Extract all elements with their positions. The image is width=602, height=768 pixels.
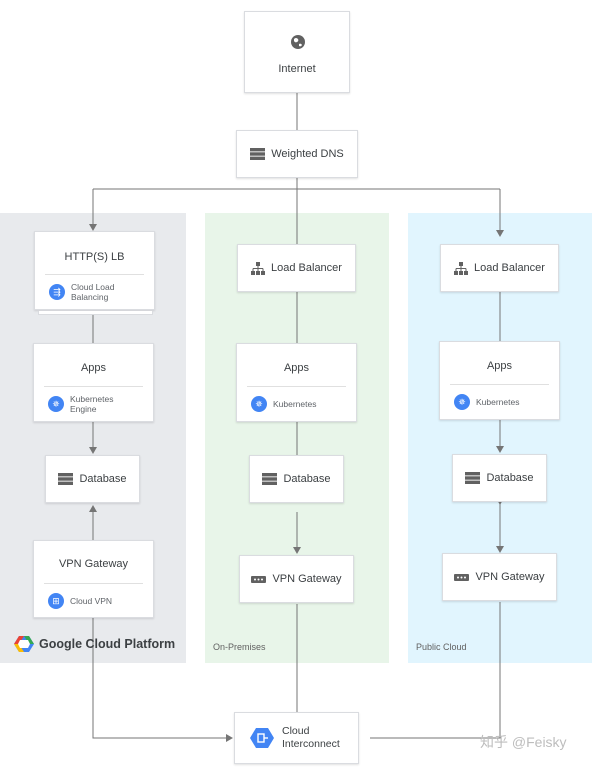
internet-label: Internet [278, 63, 316, 75]
cloud-interconnect-line1: Cloud [282, 725, 310, 737]
weighted-dns-label: Weighted DNS [271, 148, 344, 160]
onprem-lb-label: Load Balancer [271, 262, 342, 274]
onprem-database-label: Database [283, 473, 331, 485]
globe-icon [291, 35, 305, 49]
cloud-interconnect-text: Cloud Interconnect [282, 725, 340, 751]
public-database-node[interactable]: Database [452, 454, 547, 502]
gcp-lb-title: HTTP(S) LB [64, 251, 125, 263]
cloud-vpn-icon: ⊞ [48, 593, 64, 609]
divider [44, 386, 143, 387]
gcp-vpn-product: ⊞ Cloud VPN [48, 593, 147, 609]
gcp-apps-product-label: Kubernetes Engine [70, 394, 114, 414]
divider [247, 386, 346, 387]
divider [45, 274, 144, 275]
onprem-apps-product: ✵ Kubernetes [251, 396, 350, 412]
kubernetes-icon: ✵ [454, 394, 470, 410]
gcp-zone-label-text: Google Cloud Platform [39, 637, 176, 651]
public-apps-title: Apps [486, 360, 513, 372]
public-cloud-zone-label: Public Cloud [416, 642, 467, 652]
gcp-lb-stack-edge [38, 311, 153, 315]
cloud-interconnect-line2: Interconnect [282, 738, 340, 750]
public-lb-label: Load Balancer [474, 262, 545, 274]
gcp-zone-label: Google Cloud Platform [14, 635, 175, 653]
public-apps-product-label: Kubernetes [476, 397, 520, 407]
database-icon [262, 473, 278, 485]
database-icon [58, 473, 74, 485]
gcp-https-lb-node[interactable]: HTTP(S) LB ⇶ Cloud Load Balancing [34, 231, 155, 310]
network-icon [454, 261, 469, 275]
public-vpn-label: VPN Gateway [475, 571, 545, 583]
server-icon [250, 148, 266, 160]
divider [450, 384, 549, 385]
internet-node[interactable]: Internet [244, 11, 350, 93]
kubernetes-icon: ✵ [251, 396, 267, 412]
public-load-balancer-node[interactable]: Load Balancer [440, 244, 559, 292]
cloud-load-balancing-icon: ⇶ [49, 284, 65, 300]
vpn-gateway-icon [454, 573, 470, 581]
cloud-interconnect-node[interactable]: Cloud Interconnect [234, 712, 359, 764]
gcp-apps-title: Apps [80, 362, 107, 374]
network-icon [251, 261, 266, 275]
gcp-vpn-gateway-node[interactable]: VPN Gateway ⊞ Cloud VPN [33, 540, 154, 618]
public-database-label: Database [486, 472, 534, 484]
onprem-zone-label: On-Premises [213, 642, 266, 652]
gcp-vpn-to-interconnect-line [89, 612, 233, 742]
google-cloud-logo-icon [14, 636, 34, 652]
public-vpn-to-interconnect-line [370, 602, 501, 739]
watermark: 知乎 @Feisky [480, 734, 567, 750]
gcp-vpn-product-label: Cloud VPN [70, 596, 113, 606]
onprem-load-balancer-node[interactable]: Load Balancer [237, 244, 356, 292]
gcp-lb-product-label: Cloud Load Balancing [71, 282, 115, 302]
onprem-apps-title: Apps [283, 362, 310, 374]
public-apps-node[interactable]: Apps ✵ Kubernetes [439, 341, 560, 420]
onprem-apps-product-label: Kubernetes [273, 399, 317, 409]
cloud-interconnect-icon [250, 728, 274, 748]
weighted-dns-node[interactable]: Weighted DNS [236, 130, 358, 178]
vpn-gateway-icon [251, 575, 267, 583]
divider [44, 583, 143, 584]
onprem-vpn-label: VPN Gateway [272, 573, 342, 585]
onprem-apps-node[interactable]: Apps ✵ Kubernetes [236, 343, 357, 422]
gcp-database-label: Database [79, 473, 127, 485]
public-vpn-gateway-node[interactable]: VPN Gateway [442, 553, 557, 601]
public-apps-product: ✵ Kubernetes [454, 394, 553, 410]
onprem-database-node[interactable]: Database [249, 455, 344, 503]
database-icon [465, 472, 481, 484]
onprem-vpn-gateway-node[interactable]: VPN Gateway [239, 555, 354, 603]
gcp-vpn-title: VPN Gateway [58, 558, 129, 570]
kubernetes-engine-icon: ✵ [48, 396, 64, 412]
gcp-database-node[interactable]: Database [45, 455, 140, 503]
gcp-lb-product: ⇶ Cloud Load Balancing [49, 282, 148, 302]
gcp-apps-product: ✵ Kubernetes Engine [48, 394, 147, 414]
gcp-apps-node[interactable]: Apps ✵ Kubernetes Engine [33, 343, 154, 422]
